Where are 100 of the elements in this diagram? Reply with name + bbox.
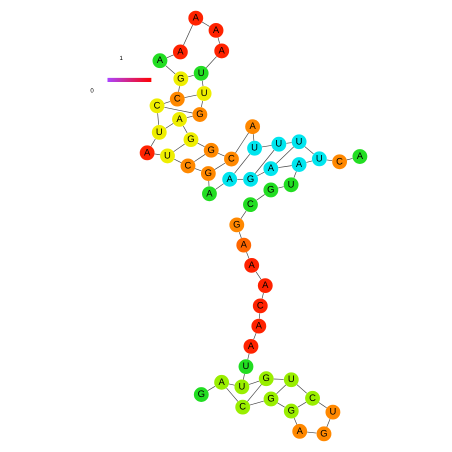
node-circle: A [208, 22, 224, 38]
node-circle: U [194, 66, 209, 81]
node-circle: A [245, 119, 260, 134]
node-circle: A [214, 43, 230, 58]
node-circle: A [263, 161, 278, 176]
connector [173, 144, 185, 152]
node-circle: G [200, 166, 216, 181]
node-circle: C [224, 152, 239, 166]
node-circle: A [292, 157, 307, 172]
node-circle: G [264, 392, 278, 406]
connector [262, 145, 272, 148]
connector [278, 186, 284, 188]
connector [294, 171, 297, 178]
connector [240, 210, 246, 220]
connector [294, 418, 298, 425]
connector [276, 384, 286, 394]
connector [256, 271, 262, 280]
connector [276, 146, 294, 164]
connector [154, 154, 160, 156]
node-circle: U [196, 86, 212, 101]
node-circle: G [173, 71, 188, 86]
node-circle: A [188, 10, 204, 26]
connector [306, 160, 312, 163]
connector [218, 152, 225, 156]
node-circle: G [229, 217, 244, 232]
connector [215, 183, 224, 190]
connector [202, 22, 210, 27]
node-circle: U [284, 372, 299, 388]
connector [306, 432, 317, 434]
node-circle: G [184, 132, 198, 148]
node-circle: C [332, 154, 348, 170]
connector [252, 134, 254, 142]
connector [246, 252, 250, 259]
node-circle: U [160, 148, 175, 164]
node-circle: U [312, 151, 327, 166]
connector [186, 116, 193, 118]
connector [184, 94, 198, 98]
node-circle: G [194, 387, 209, 402]
connector [207, 386, 216, 392]
connector [304, 146, 314, 154]
node-circle: C [243, 197, 258, 212]
node-circle: A [214, 374, 230, 390]
connector [248, 380, 260, 385]
connector [296, 384, 308, 394]
connector [201, 100, 203, 108]
connector [197, 142, 205, 148]
connector [150, 138, 156, 147]
node-circle: U [292, 134, 307, 150]
node-circle: A [172, 44, 188, 60]
connector [228, 384, 235, 386]
connector [165, 123, 174, 129]
node-circle: G [204, 142, 219, 158]
node-circle: U [234, 379, 250, 394]
connector [243, 374, 245, 380]
connector [183, 24, 193, 46]
connector [194, 168, 202, 172]
connector [297, 402, 306, 408]
connector [235, 132, 249, 154]
node-circle: G [243, 172, 258, 187]
connector [226, 388, 238, 402]
node-circle: A [244, 258, 260, 273]
connector [174, 158, 182, 163]
node-circle: G [258, 371, 274, 386]
node-circle: C [252, 298, 268, 314]
connector [254, 150, 274, 174]
connector [234, 154, 250, 174]
connector [166, 54, 174, 58]
node-circle: A [258, 278, 273, 294]
connector [164, 106, 193, 114]
connector [253, 332, 256, 340]
node-circle: U [284, 177, 299, 192]
connector [165, 65, 176, 74]
node-circle: A [244, 338, 258, 354]
connector [206, 56, 217, 68]
node-circle: U [238, 359, 254, 374]
node-circle: C [170, 92, 185, 107]
node-circle: A [202, 186, 217, 202]
connector [188, 74, 194, 78]
node-circle: C [150, 98, 164, 114]
connector [256, 172, 265, 176]
connector [218, 37, 220, 44]
connector [214, 162, 226, 170]
node-circle: G [316, 426, 332, 442]
node-circle: U [247, 140, 262, 156]
node-circle: U [325, 404, 340, 420]
connector [194, 154, 206, 162]
node-circle: A [236, 238, 252, 253]
node-circle: A [292, 424, 308, 439]
connector [278, 165, 292, 168]
node-circle: U [271, 136, 286, 152]
connector [259, 313, 260, 319]
connector [250, 400, 264, 406]
node-circle: C [305, 390, 320, 406]
connector [256, 194, 265, 200]
connector [182, 126, 188, 134]
connector [208, 180, 210, 187]
node-circle: G [263, 182, 278, 198]
connector [318, 402, 328, 408]
node-circle: A [251, 318, 266, 334]
connector [346, 158, 353, 160]
